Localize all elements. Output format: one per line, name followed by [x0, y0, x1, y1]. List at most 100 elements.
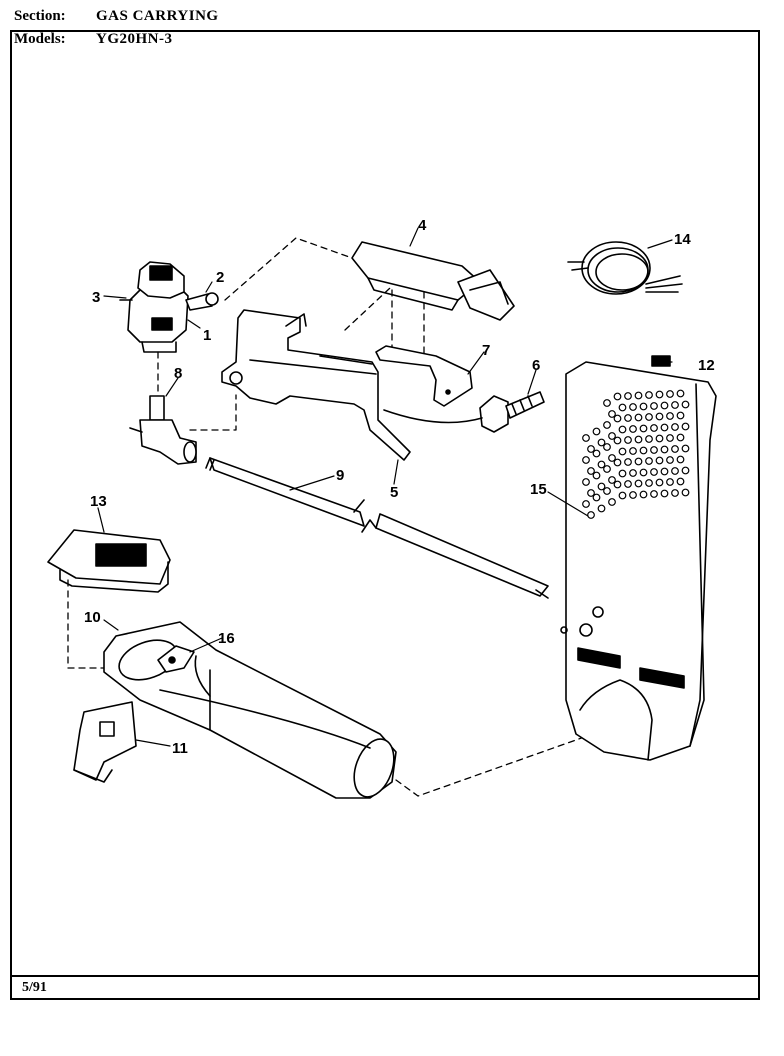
vent-hole	[645, 435, 653, 443]
vent-hole	[618, 425, 627, 434]
vent-hole	[629, 469, 637, 477]
vent-hole	[676, 411, 685, 420]
vent-hole	[587, 445, 595, 453]
vent-hole	[660, 423, 669, 432]
vent-hole	[618, 447, 627, 456]
rear-panel-part-15	[560, 361, 717, 761]
vent-hole	[666, 412, 674, 420]
vent-hole	[613, 414, 622, 423]
vent-hole	[650, 424, 658, 432]
vent-hole	[650, 490, 658, 498]
vent-hole	[676, 477, 685, 486]
vent-hole	[592, 449, 601, 458]
section-label: Section:	[14, 8, 66, 24]
burner-clip-part-16	[157, 645, 195, 673]
vent-hole	[618, 403, 627, 412]
vent-hole	[671, 401, 679, 409]
vent-hole	[597, 504, 606, 513]
vent-hole	[681, 466, 690, 475]
vent-hole	[597, 438, 606, 447]
burner-bracket-part-11	[73, 701, 137, 783]
callout-5: 5	[390, 484, 398, 501]
vent-hole	[655, 412, 664, 421]
callout-16: 16	[218, 630, 235, 647]
vent-hole	[629, 491, 637, 499]
vent-hole	[592, 471, 601, 480]
vent-hole	[608, 498, 616, 506]
burner-tube-part-10	[103, 621, 397, 799]
vent-hole	[650, 468, 658, 476]
callout-13: 13	[90, 493, 107, 510]
bracket-part-7	[375, 345, 473, 407]
vent-hole	[587, 467, 595, 475]
callout-10: 10	[84, 609, 101, 626]
vent-hole	[666, 478, 674, 486]
vent-hole	[582, 456, 590, 464]
vent-hole	[582, 500, 590, 508]
vent-hole	[660, 401, 669, 410]
vent-hole	[582, 478, 590, 486]
vent-hole	[660, 489, 669, 498]
vent-hole	[671, 467, 679, 475]
bracket-part-4	[351, 241, 515, 321]
vent-hole	[592, 493, 601, 502]
vent-hole	[608, 454, 616, 462]
vent-hole	[681, 444, 690, 453]
vent-hole	[634, 413, 643, 422]
vent-hole	[645, 457, 653, 465]
vent-hole	[618, 469, 627, 478]
vent-hole	[597, 460, 606, 469]
vent-hole	[629, 447, 637, 455]
vent-hole	[650, 402, 658, 410]
vent-hole	[587, 511, 595, 519]
vent-hole	[634, 457, 643, 466]
footer-rule	[10, 975, 760, 977]
vent-hole	[671, 445, 679, 453]
vent-hole	[681, 422, 690, 431]
vent-hole	[639, 424, 648, 433]
gas-tube-part-9	[205, 457, 549, 599]
gas-valve-part-1	[119, 261, 219, 353]
vent-hole	[645, 479, 653, 487]
vent-hole	[676, 455, 685, 464]
vent-hole	[650, 446, 658, 454]
vent-hole	[645, 391, 653, 399]
vent-hole	[618, 491, 627, 500]
vent-hole	[582, 434, 590, 442]
vent-hole	[634, 391, 643, 400]
revision-date: 5/91	[22, 980, 47, 995]
vent-hole	[603, 465, 611, 473]
vent-hole	[645, 413, 653, 421]
fitting-part-8	[129, 395, 197, 465]
vent-hole	[624, 480, 632, 488]
vent-hole	[608, 410, 616, 418]
vent-hole	[655, 434, 664, 443]
callout-9: 9	[336, 467, 344, 484]
vent-hole	[639, 490, 648, 499]
vent-hole	[660, 467, 669, 476]
callout-12: 12	[698, 357, 715, 374]
control-box-part-13	[47, 529, 171, 593]
diagram-frame	[10, 30, 760, 1000]
vent-hole	[666, 434, 674, 442]
vent-hole	[671, 423, 679, 431]
callout-7: 7	[482, 342, 490, 359]
callout-11: 11	[172, 740, 188, 757]
section-value: GAS CARRYING	[96, 8, 219, 24]
callout-4: 4	[418, 217, 427, 234]
vent-hole	[660, 445, 669, 454]
vent-hole	[613, 392, 622, 401]
models-label: Models:	[14, 31, 66, 47]
vent-hole	[624, 392, 632, 400]
mounting-bracket-part-5	[221, 309, 411, 461]
vent-hole	[639, 402, 648, 411]
vent-hole	[681, 488, 690, 497]
callout-1: 1	[203, 327, 211, 344]
vent-hole	[603, 421, 611, 429]
callout-3: 3	[92, 289, 100, 306]
models-row: Models:YG20HN-3	[14, 31, 173, 47]
vent-hole	[655, 478, 664, 487]
vent-hole	[597, 482, 606, 491]
vent-hole	[639, 446, 648, 455]
